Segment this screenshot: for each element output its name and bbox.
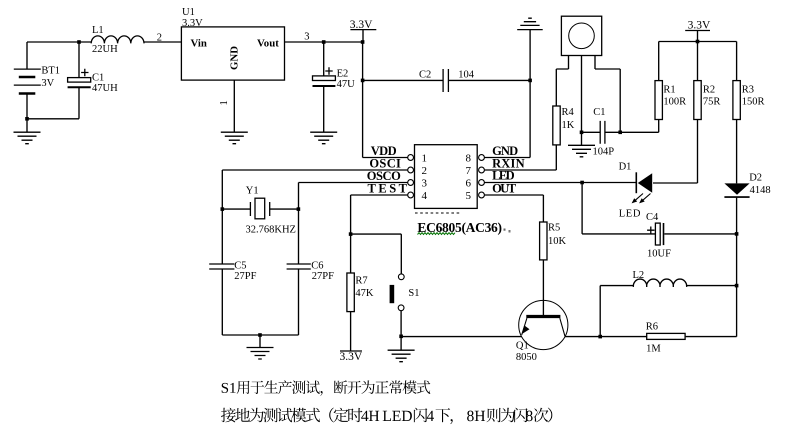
svg-text:2: 2	[157, 33, 162, 44]
svg-text:10UF: 10UF	[647, 249, 671, 260]
svg-text:27PF: 27PF	[312, 271, 334, 282]
svg-text:104: 104	[458, 70, 475, 81]
svg-text:47U: 47U	[337, 79, 356, 90]
svg-text:TEST: TEST	[368, 181, 408, 195]
svg-text:5: 5	[466, 190, 472, 202]
svg-text:VDD: VDD	[371, 144, 397, 158]
svg-text:D1: D1	[619, 161, 632, 172]
svg-text:OSCI: OSCI	[369, 157, 401, 171]
svg-text:7: 7	[466, 165, 472, 177]
svg-text:R1: R1	[663, 84, 675, 95]
svg-text:1: 1	[219, 100, 230, 105]
svg-text:8: 8	[466, 153, 472, 165]
svg-text:1K: 1K	[562, 120, 575, 131]
svg-text:4148: 4148	[750, 185, 771, 196]
svg-text:D2: D2	[749, 173, 762, 184]
svg-text:3.3V: 3.3V	[340, 351, 363, 363]
svg-text:27PF: 27PF	[234, 271, 256, 282]
svg-text:Vin: Vin	[191, 38, 207, 50]
svg-text:S1: S1	[408, 288, 419, 299]
svg-text:C1: C1	[593, 107, 605, 118]
svg-text:L2: L2	[633, 270, 645, 281]
svg-text:L1: L1	[92, 25, 104, 36]
svg-text:GND: GND	[492, 144, 518, 158]
svg-text:RXIN: RXIN	[492, 157, 524, 171]
svg-text:Q1: Q1	[516, 341, 529, 352]
svg-text:4: 4	[422, 190, 428, 202]
svg-text:100R: 100R	[663, 96, 686, 107]
svg-text:LED: LED	[492, 169, 514, 183]
svg-text:2: 2	[422, 165, 428, 177]
svg-text:75R: 75R	[703, 96, 721, 107]
svg-text:R4: R4	[562, 107, 575, 118]
svg-text:1M: 1M	[646, 343, 661, 354]
svg-text:3: 3	[422, 178, 428, 190]
svg-text:OUT: OUT	[492, 181, 517, 195]
svg-text:10K: 10K	[548, 236, 567, 247]
svg-text:R3: R3	[742, 84, 754, 95]
svg-text:32.768KHZ: 32.768KHZ	[246, 225, 296, 236]
svg-text:C5: C5	[234, 260, 246, 271]
svg-text:47UH: 47UH	[92, 83, 118, 94]
svg-text:3.3V: 3.3V	[182, 18, 203, 29]
svg-text:8050: 8050	[516, 352, 537, 363]
svg-text:OSCO: OSCO	[367, 169, 401, 183]
svg-text:22UH: 22UH	[92, 44, 118, 55]
svg-text:47K: 47K	[355, 288, 374, 299]
svg-text:U1: U1	[182, 7, 195, 18]
svg-text:104P: 104P	[593, 147, 615, 158]
svg-text:3.3V: 3.3V	[688, 19, 711, 31]
svg-text:BT1: BT1	[41, 66, 60, 77]
svg-text:EC6805(AC36): EC6805(AC36)	[417, 220, 502, 235]
svg-text:C6: C6	[311, 260, 323, 271]
svg-text:C4: C4	[646, 212, 659, 223]
svg-text:C1: C1	[92, 72, 104, 83]
svg-text:LED: LED	[619, 209, 641, 220]
svg-text:R2: R2	[703, 84, 715, 95]
svg-text:3: 3	[304, 32, 309, 43]
svg-text:1: 1	[422, 153, 428, 165]
svg-text:Vout: Vout	[257, 38, 279, 50]
svg-text:R7: R7	[355, 275, 367, 286]
svg-text:150R: 150R	[742, 96, 765, 107]
svg-text:R6: R6	[646, 322, 658, 333]
svg-text:Y1: Y1	[246, 186, 259, 197]
svg-text:GND: GND	[229, 46, 241, 70]
svg-text:3.3V: 3.3V	[350, 19, 373, 31]
svg-text:3V: 3V	[41, 78, 54, 89]
svg-text:6: 6	[466, 178, 472, 190]
svg-text:C2: C2	[419, 70, 431, 81]
svg-text:R5: R5	[548, 222, 560, 233]
svg-text:E2: E2	[337, 69, 349, 80]
